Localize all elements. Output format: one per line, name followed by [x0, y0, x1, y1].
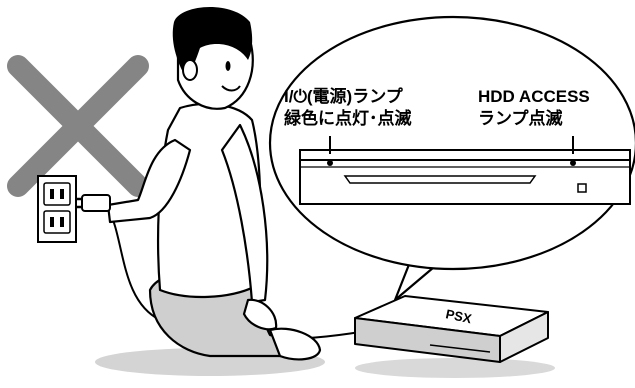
hdd-access-lamp-label-line1: HDD ACCESS: [478, 87, 590, 106]
power-lamp-indicator: [327, 160, 333, 166]
wall-outlet-icon: [37, 175, 77, 243]
power-lamp-label-line1: I/⏻(電源)ランプ: [284, 87, 403, 106]
hdd-access-lamp-indicator: [570, 160, 576, 166]
hdd-access-lamp-label-line2: ランプ点滅: [478, 109, 563, 128]
console-logo: PSX: [444, 306, 473, 326]
power-lamp-label-line2: 緑色に点灯･点滅: [284, 109, 412, 128]
person-figure: [106, 102, 322, 361]
callout-bubble: [268, 15, 635, 302]
psx-console-icon: PSX: [354, 295, 549, 363]
person-head: [172, 6, 254, 110]
power-plug-icon: [76, 194, 111, 212]
hdd-access-lamp-label: HDD ACCESS ランプ点滅: [478, 86, 590, 130]
person-foot: [268, 327, 322, 361]
console-shadow: [355, 358, 555, 378]
indicator-leaders: [329, 136, 574, 154]
cross-mark-icon: [7, 55, 149, 197]
power-lamp-label: I/⏻(電源)ランプ 緑色に点灯･点滅: [284, 86, 412, 130]
person-hand: [242, 298, 278, 331]
person-arm: [106, 138, 192, 224]
console-front-panel-zoom: [299, 149, 631, 205]
